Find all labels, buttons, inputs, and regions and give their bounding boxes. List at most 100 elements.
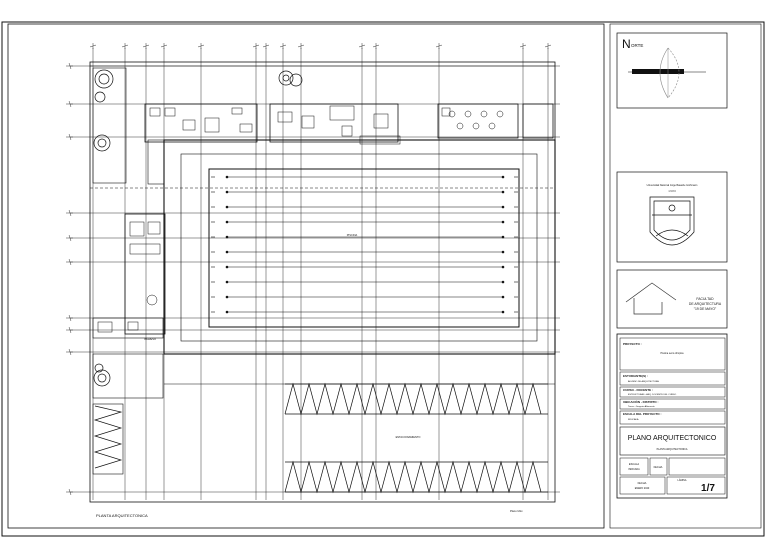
grid-bubble [160,43,168,49]
tree-3 [93,134,111,152]
field-label-project: PROYECTO : [623,342,642,346]
grid-bubble [262,43,270,49]
lane-anchor [225,235,229,239]
field-value-project: Piscina semi olímpica [661,352,685,355]
date-label-2: FECHA [638,481,647,485]
lane-anchor [501,265,505,269]
bottom-right-note: Plano Ubic. [510,509,524,513]
plan-labels: PISCINA ESTACIONAMIENTO INGRESO [144,233,420,439]
field-value-students: ALUMNO DE ARQUITECTURA [628,380,659,383]
scale-value: INDICADA [628,468,640,471]
grid-bubble [66,314,73,322]
parking-row [284,382,542,416]
room-block-3 [437,103,519,139]
room-block-2 [269,103,399,143]
grid-bubble [66,209,73,217]
sheet-label: LÁMINA [678,479,687,482]
pool-basin [208,168,520,328]
grid-bubble [66,234,73,242]
lane-anchor [501,190,505,194]
tree-1 [94,69,114,89]
faculty-box: FACULTAD DE ARQUITECTURA "19 DE MAYO" [616,269,728,329]
grid-bubble [197,43,205,49]
lane-anchor [225,280,229,284]
grid-bubble [142,43,150,49]
field-value-scale: INDICADA [628,418,639,421]
grid-bubble [279,43,287,49]
plan-caption: PLANTA ARQUITECTONICA [96,513,148,518]
label-parking: ESTACIONAMIENTO [396,435,421,439]
lane-anchor [225,295,229,299]
grid-bubble [66,326,73,334]
lane-anchor [225,265,229,269]
stair-block [147,139,165,185]
university-year: 1 9 8 0 [668,190,676,193]
parking-row [93,405,123,469]
lane-anchor [501,280,505,284]
lower-left-area [92,353,164,399]
university-name: Universidad Nacional Jorge Basadre Grohm… [647,184,698,187]
field-label-course: CURSO - DOCENTE : [623,388,653,392]
tree-4 [278,70,294,86]
grid-bubble [252,43,260,49]
pool-hall [163,139,556,355]
north-arrow-box: N ORTE [616,32,728,109]
lane-anchor [501,220,505,224]
faculty-line1: FACULTAD [696,297,714,301]
grid-bubble [66,258,73,266]
outer-frame [1,21,765,537]
room-fixtures [97,105,504,333]
faculty-line2: DE ARQUITECTURA [689,302,722,306]
grid-bubble [66,62,73,70]
parking-stalls [93,382,548,494]
lane-anchor [225,250,229,254]
lane-anchor [501,310,505,314]
lower-left-parking [92,403,124,475]
grid-bubble [66,100,73,108]
lane-anchor [225,190,229,194]
room-block-1 [144,103,258,143]
tree-6 [93,369,111,387]
university-seal-logo [649,196,695,246]
plan-title: PLANO ARQUITECTONICO [628,435,717,442]
lane-anchor [501,235,505,239]
lane-anchor [225,175,229,179]
inner-frame [7,23,605,529]
trees [93,69,303,387]
left-wing [92,67,127,184]
lane-anchor [501,295,505,299]
field-label-students: ESTUDIANTE(S) : [623,374,648,378]
grid-bubble [297,43,305,49]
grid-bubble [89,43,97,49]
label-entrance: INGRESO [144,337,156,341]
pool-deck [180,153,538,342]
grid-bubble [66,488,73,496]
lane-anchor [501,250,505,254]
field-label-location: UBICACIÓN - DISTRITO : [623,399,658,404]
lane-anchor [501,175,505,179]
lane-anchor [501,205,505,209]
label-pool: PISCINA [347,233,358,237]
plan-subtitle: PLANTA ARQUITECTONICA [657,448,688,451]
entrance-block [92,317,164,339]
lane-anchor [225,205,229,209]
north-word: ORTE [631,43,643,48]
field-label-scale: ESCALA DEL PROYECTO : [623,412,661,416]
tree-7 [94,363,104,373]
grid-bubble [66,133,73,141]
tree-5 [289,73,303,87]
grid-bubble [121,43,129,49]
scale-label: ESCALA [629,462,640,466]
room-block-4 [522,103,554,139]
north-letter: N [622,37,631,51]
field-value-course: ESTRUCTURAS - ARQ. DOCENTE DEL CURSO [628,393,676,396]
date-label: FECHA [654,465,663,469]
service-block [124,213,166,335]
parking-row [284,460,542,494]
tree-2 [94,91,106,103]
grid-bubble [519,43,527,49]
lane-anchor [225,310,229,314]
lane-anchor [225,220,229,224]
grid-bubble [66,348,73,356]
